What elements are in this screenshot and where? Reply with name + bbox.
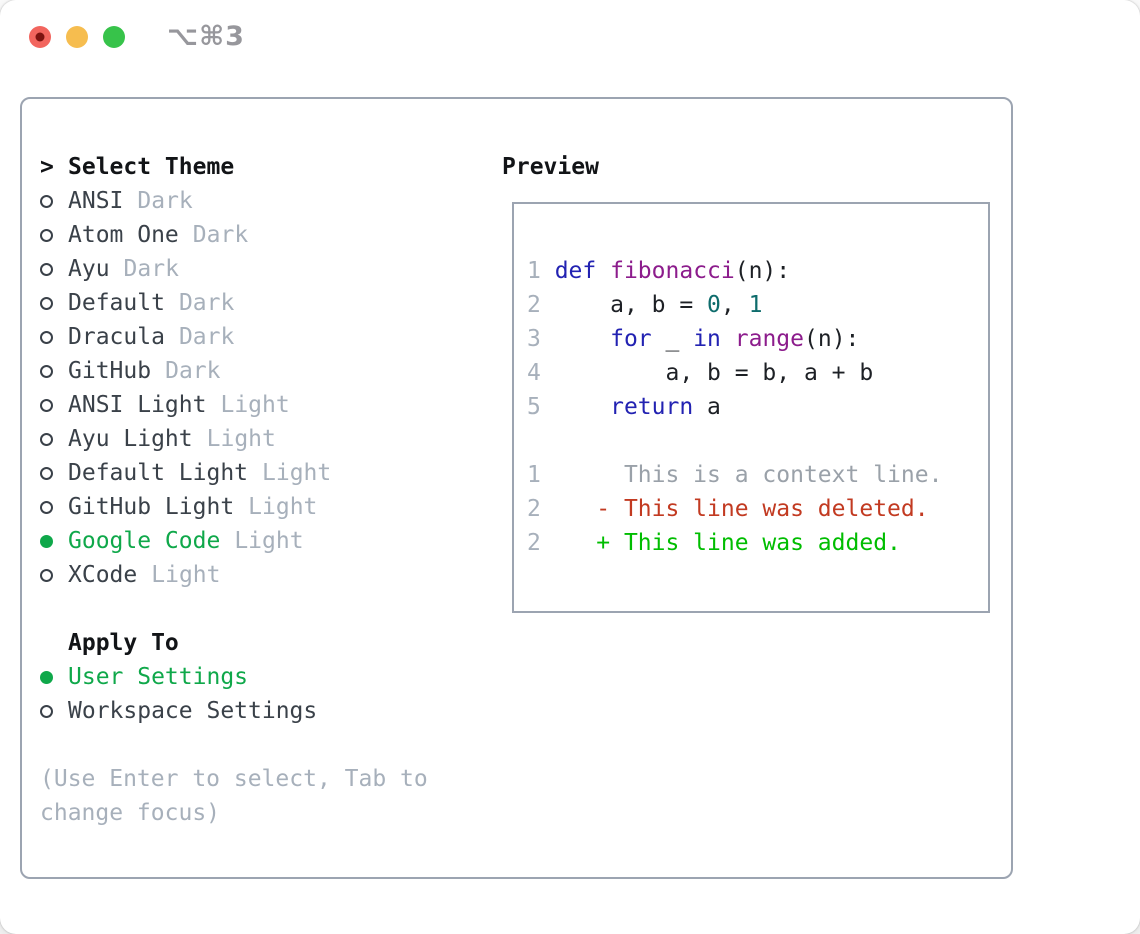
theme-name: Default Light bbox=[68, 460, 249, 486]
window-title: ⌥⌘3 bbox=[167, 21, 245, 52]
theme-option-ayu[interactable]: Ayu Dark bbox=[40, 252, 502, 286]
titlebar: ⌥⌘3 bbox=[0, 0, 1140, 74]
theme-option-dracula[interactable]: Dracula Dark bbox=[40, 320, 502, 354]
theme-name: Google Code bbox=[68, 528, 221, 554]
help-text-line-1: (Use Enter to select, Tab to bbox=[40, 762, 502, 796]
preview-pane: 1 def fibonacci(n): 2 a, b = 0, 1 3 for _ … bbox=[512, 202, 990, 613]
apply-option-name: User Settings bbox=[68, 664, 249, 690]
theme-name: Ayu bbox=[68, 256, 110, 282]
radio-icon bbox=[40, 262, 53, 276]
theme-option-ansi[interactable]: ANSI Dark bbox=[40, 184, 502, 218]
theme-appearance: Light bbox=[206, 426, 276, 452]
focus-caret: > bbox=[40, 154, 68, 180]
theme-appearance: Light bbox=[151, 562, 221, 588]
radio-icon bbox=[40, 432, 53, 446]
zoom-button[interactable] bbox=[103, 26, 125, 48]
select-theme-header: > Select Theme bbox=[40, 150, 502, 184]
preview-column: Preview 1 def fibonacci(n): 2 a, b = 0, 1… bbox=[502, 150, 1011, 877]
radio-selected-icon bbox=[40, 670, 53, 684]
blank-line bbox=[527, 424, 978, 458]
theme-option-github-light[interactable]: GitHub Light Light bbox=[40, 490, 502, 524]
theme-appearance: Dark bbox=[178, 290, 235, 316]
apply-option-user-settings[interactable]: User Settings bbox=[40, 660, 502, 694]
theme-name: Default bbox=[68, 290, 165, 316]
theme-appearance: Light bbox=[220, 392, 290, 418]
code-line: 3 for _ in range(n): bbox=[527, 326, 860, 352]
diff-deletion-line: 2 - This line was deleted. bbox=[527, 496, 929, 522]
theme-appearance: Dark bbox=[192, 222, 249, 248]
theme-appearance: Dark bbox=[123, 256, 179, 282]
theme-name: ANSI Light bbox=[68, 392, 207, 418]
theme-name: ANSI bbox=[68, 188, 124, 214]
theme-option-default[interactable]: Default Dark bbox=[40, 286, 502, 320]
theme-appearance: Light bbox=[234, 528, 304, 554]
minimize-button[interactable] bbox=[66, 26, 88, 48]
help-text-line-2: change focus) bbox=[40, 796, 502, 830]
radio-icon bbox=[40, 228, 53, 242]
select-theme-label: Select Theme bbox=[68, 154, 235, 180]
apply-option-workspace-settings[interactable]: Workspace Settings bbox=[40, 694, 502, 728]
apply-to-header: Apply To bbox=[40, 626, 502, 660]
apply-option-name: Workspace Settings bbox=[68, 698, 318, 724]
code-line: 2 a, b = 0, 1 bbox=[527, 292, 763, 318]
theme-name: Dracula bbox=[68, 324, 165, 350]
radio-icon bbox=[40, 194, 53, 208]
theme-name: GitHub Light bbox=[68, 494, 235, 520]
diff-context-line: 1 This is a context line. bbox=[527, 462, 943, 488]
code-line: 1 def fibonacci(n): bbox=[527, 258, 791, 284]
radio-icon bbox=[40, 568, 53, 582]
theme-appearance: Light bbox=[262, 460, 332, 486]
radio-icon bbox=[40, 364, 53, 378]
radio-icon bbox=[40, 330, 53, 344]
caret-icon: > bbox=[40, 154, 54, 180]
theme-name: XCode bbox=[68, 562, 138, 588]
theme-name: Ayu Light bbox=[68, 426, 193, 452]
theme-option-ayu-light[interactable]: Ayu Light Light bbox=[40, 422, 502, 456]
radio-icon bbox=[40, 296, 53, 310]
code-line: 4 a, b = b, a + b bbox=[527, 360, 874, 386]
radio-icon bbox=[40, 398, 53, 412]
theme-appearance: Dark bbox=[165, 358, 221, 384]
theme-appearance: Dark bbox=[178, 324, 235, 350]
theme-name: Atom One bbox=[68, 222, 179, 248]
help-text: change focus) bbox=[40, 800, 221, 826]
code-line: 5 return a bbox=[527, 394, 721, 420]
theme-option-atom-one[interactable]: Atom One Dark bbox=[40, 218, 502, 252]
theme-option-default-light[interactable]: Default Light Light bbox=[40, 456, 502, 490]
help-text: (Use Enter to select, Tab to bbox=[40, 766, 428, 792]
preview-title: Preview bbox=[502, 154, 599, 180]
theme-appearance: Dark bbox=[137, 188, 193, 214]
apply-to-label: Apply To bbox=[68, 630, 179, 656]
diff-addition-line: 2 + This line was added. bbox=[527, 530, 901, 556]
radio-icon bbox=[40, 466, 53, 480]
theme-name: GitHub bbox=[68, 358, 152, 384]
radio-selected-icon bbox=[40, 534, 53, 548]
theme-option-github[interactable]: GitHub Dark bbox=[40, 354, 502, 388]
theme-option-ansi-light[interactable]: ANSI Light Light bbox=[40, 388, 502, 422]
theme-option-google-code[interactable]: Google Code Light bbox=[40, 524, 502, 558]
spacer-row bbox=[40, 592, 502, 626]
traffic-lights bbox=[0, 26, 125, 48]
theme-option-xcode[interactable]: XCode Light bbox=[40, 558, 502, 592]
radio-icon bbox=[40, 500, 53, 514]
radio-icon bbox=[40, 704, 53, 718]
theme-appearance: Light bbox=[248, 494, 318, 520]
close-button[interactable] bbox=[29, 26, 51, 48]
spacer-row bbox=[40, 728, 502, 762]
